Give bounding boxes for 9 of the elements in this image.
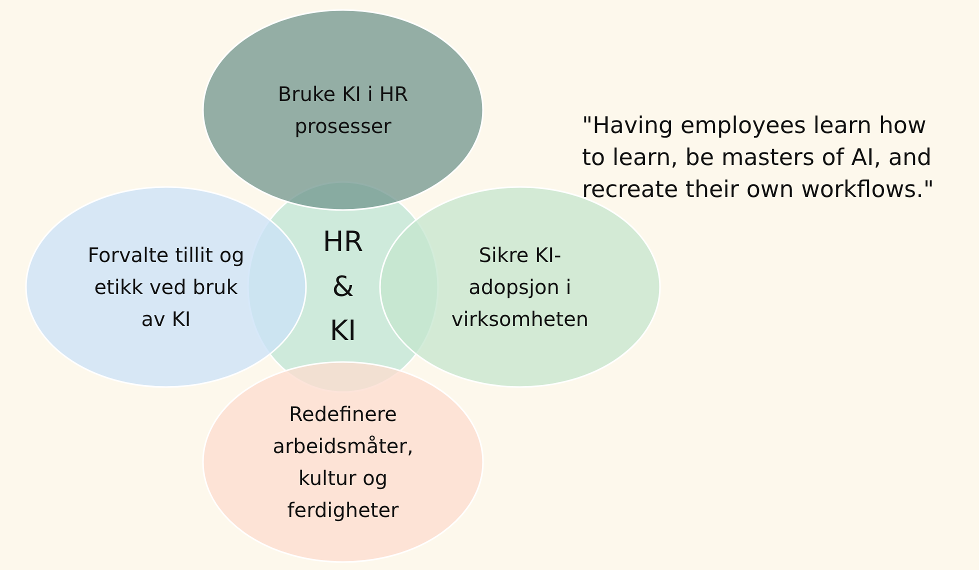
topic-label: Forvalte tillit og etikk ved bruk av KI	[86, 242, 246, 333]
quote-text: "Having employees learn how to learn, be masters of AI, and recreate their own workflows."	[582, 112, 935, 206]
topic-ellipse	[202, 361, 484, 563]
topic-ellipse	[25, 186, 307, 388]
center-label: HR & KI	[322, 224, 364, 350]
topic-ellipse	[202, 9, 484, 211]
topic-label: Sikre KI-adopsjon i virksomheten	[450, 242, 590, 333]
topic-label: Redefinere arbeidsmåter, kultur og ferdigheter	[272, 401, 414, 524]
topic-label: Bruke KI i HR prosesser	[276, 81, 410, 140]
